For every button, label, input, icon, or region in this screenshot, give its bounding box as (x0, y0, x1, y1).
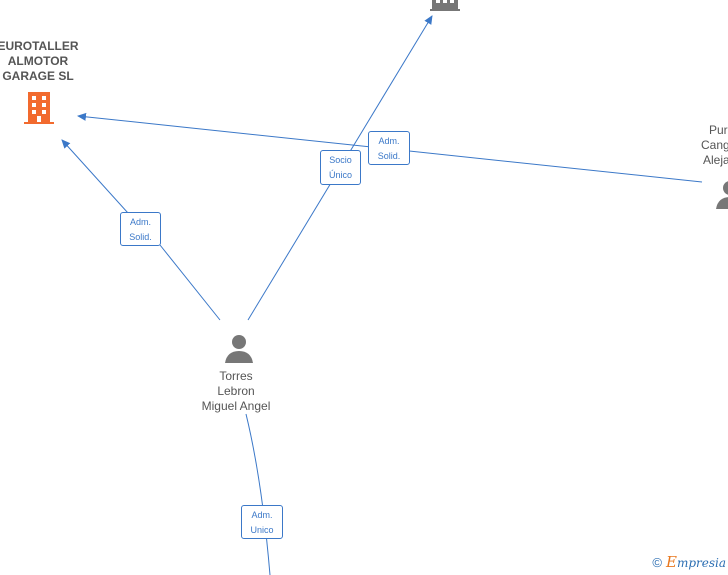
building-icon[interactable] (24, 91, 56, 125)
edge-label-line-2: Solid. (377, 151, 401, 161)
person-name-line-2: Lebron (217, 384, 255, 398)
brand-logo: Empresia (666, 553, 726, 571)
edge-label-line-1: Adm. (129, 217, 151, 227)
person-name-line-1: Torres (219, 369, 253, 383)
edge-label-line-1: Adm. (378, 136, 400, 146)
person-label-right[interactable]: Pur Cang Aleja (695, 123, 728, 168)
company-name-line-1: EUROTALLER (0, 39, 79, 53)
person-name-line-3: Aleja (703, 153, 728, 167)
company-name-line-2: ALMOTOR (7, 54, 69, 68)
edge-line-adm-solid-left (62, 140, 221, 321)
edge-label-line-2: Único (328, 170, 352, 180)
edge-label-line-1: Adm. (251, 510, 273, 520)
brand-initial: E (665, 553, 677, 571)
person-name-line-3: Miguel Angel (201, 399, 271, 413)
edge-label-adm-solid[interactable]: Adm. Solid. (368, 131, 410, 165)
edge-line-adm-unico (245, 413, 271, 575)
building-icon[interactable] (430, 0, 462, 12)
edge-label-adm-solid[interactable]: Adm. Solid. (120, 212, 161, 246)
person-name-line-1: Pur (709, 123, 728, 137)
copyright-icon: © (652, 554, 662, 570)
person-icon[interactable] (716, 180, 728, 210)
brand-watermark: © Empresia (652, 553, 726, 571)
edge-label-adm-unico[interactable]: Adm. Unico (241, 505, 283, 539)
edge-label-line-2: Unico (250, 525, 274, 535)
company-label-eurotaller[interactable]: EUROTALLER ALMOTOR GARAGE SL (0, 39, 88, 84)
edge-label-socio-unico[interactable]: Socio Único (320, 150, 361, 185)
company-name-line-3: GARAGE SL (2, 69, 74, 83)
person-label-torres[interactable]: Torres Lebron Miguel Angel (186, 369, 286, 414)
edge-label-line-1: Socio (329, 155, 352, 165)
person-icon[interactable] (224, 334, 254, 364)
edge-label-line-2: Solid. (129, 232, 152, 242)
brand-name: mpresia (676, 556, 726, 570)
person-name-line-2: Cang (701, 138, 728, 152)
